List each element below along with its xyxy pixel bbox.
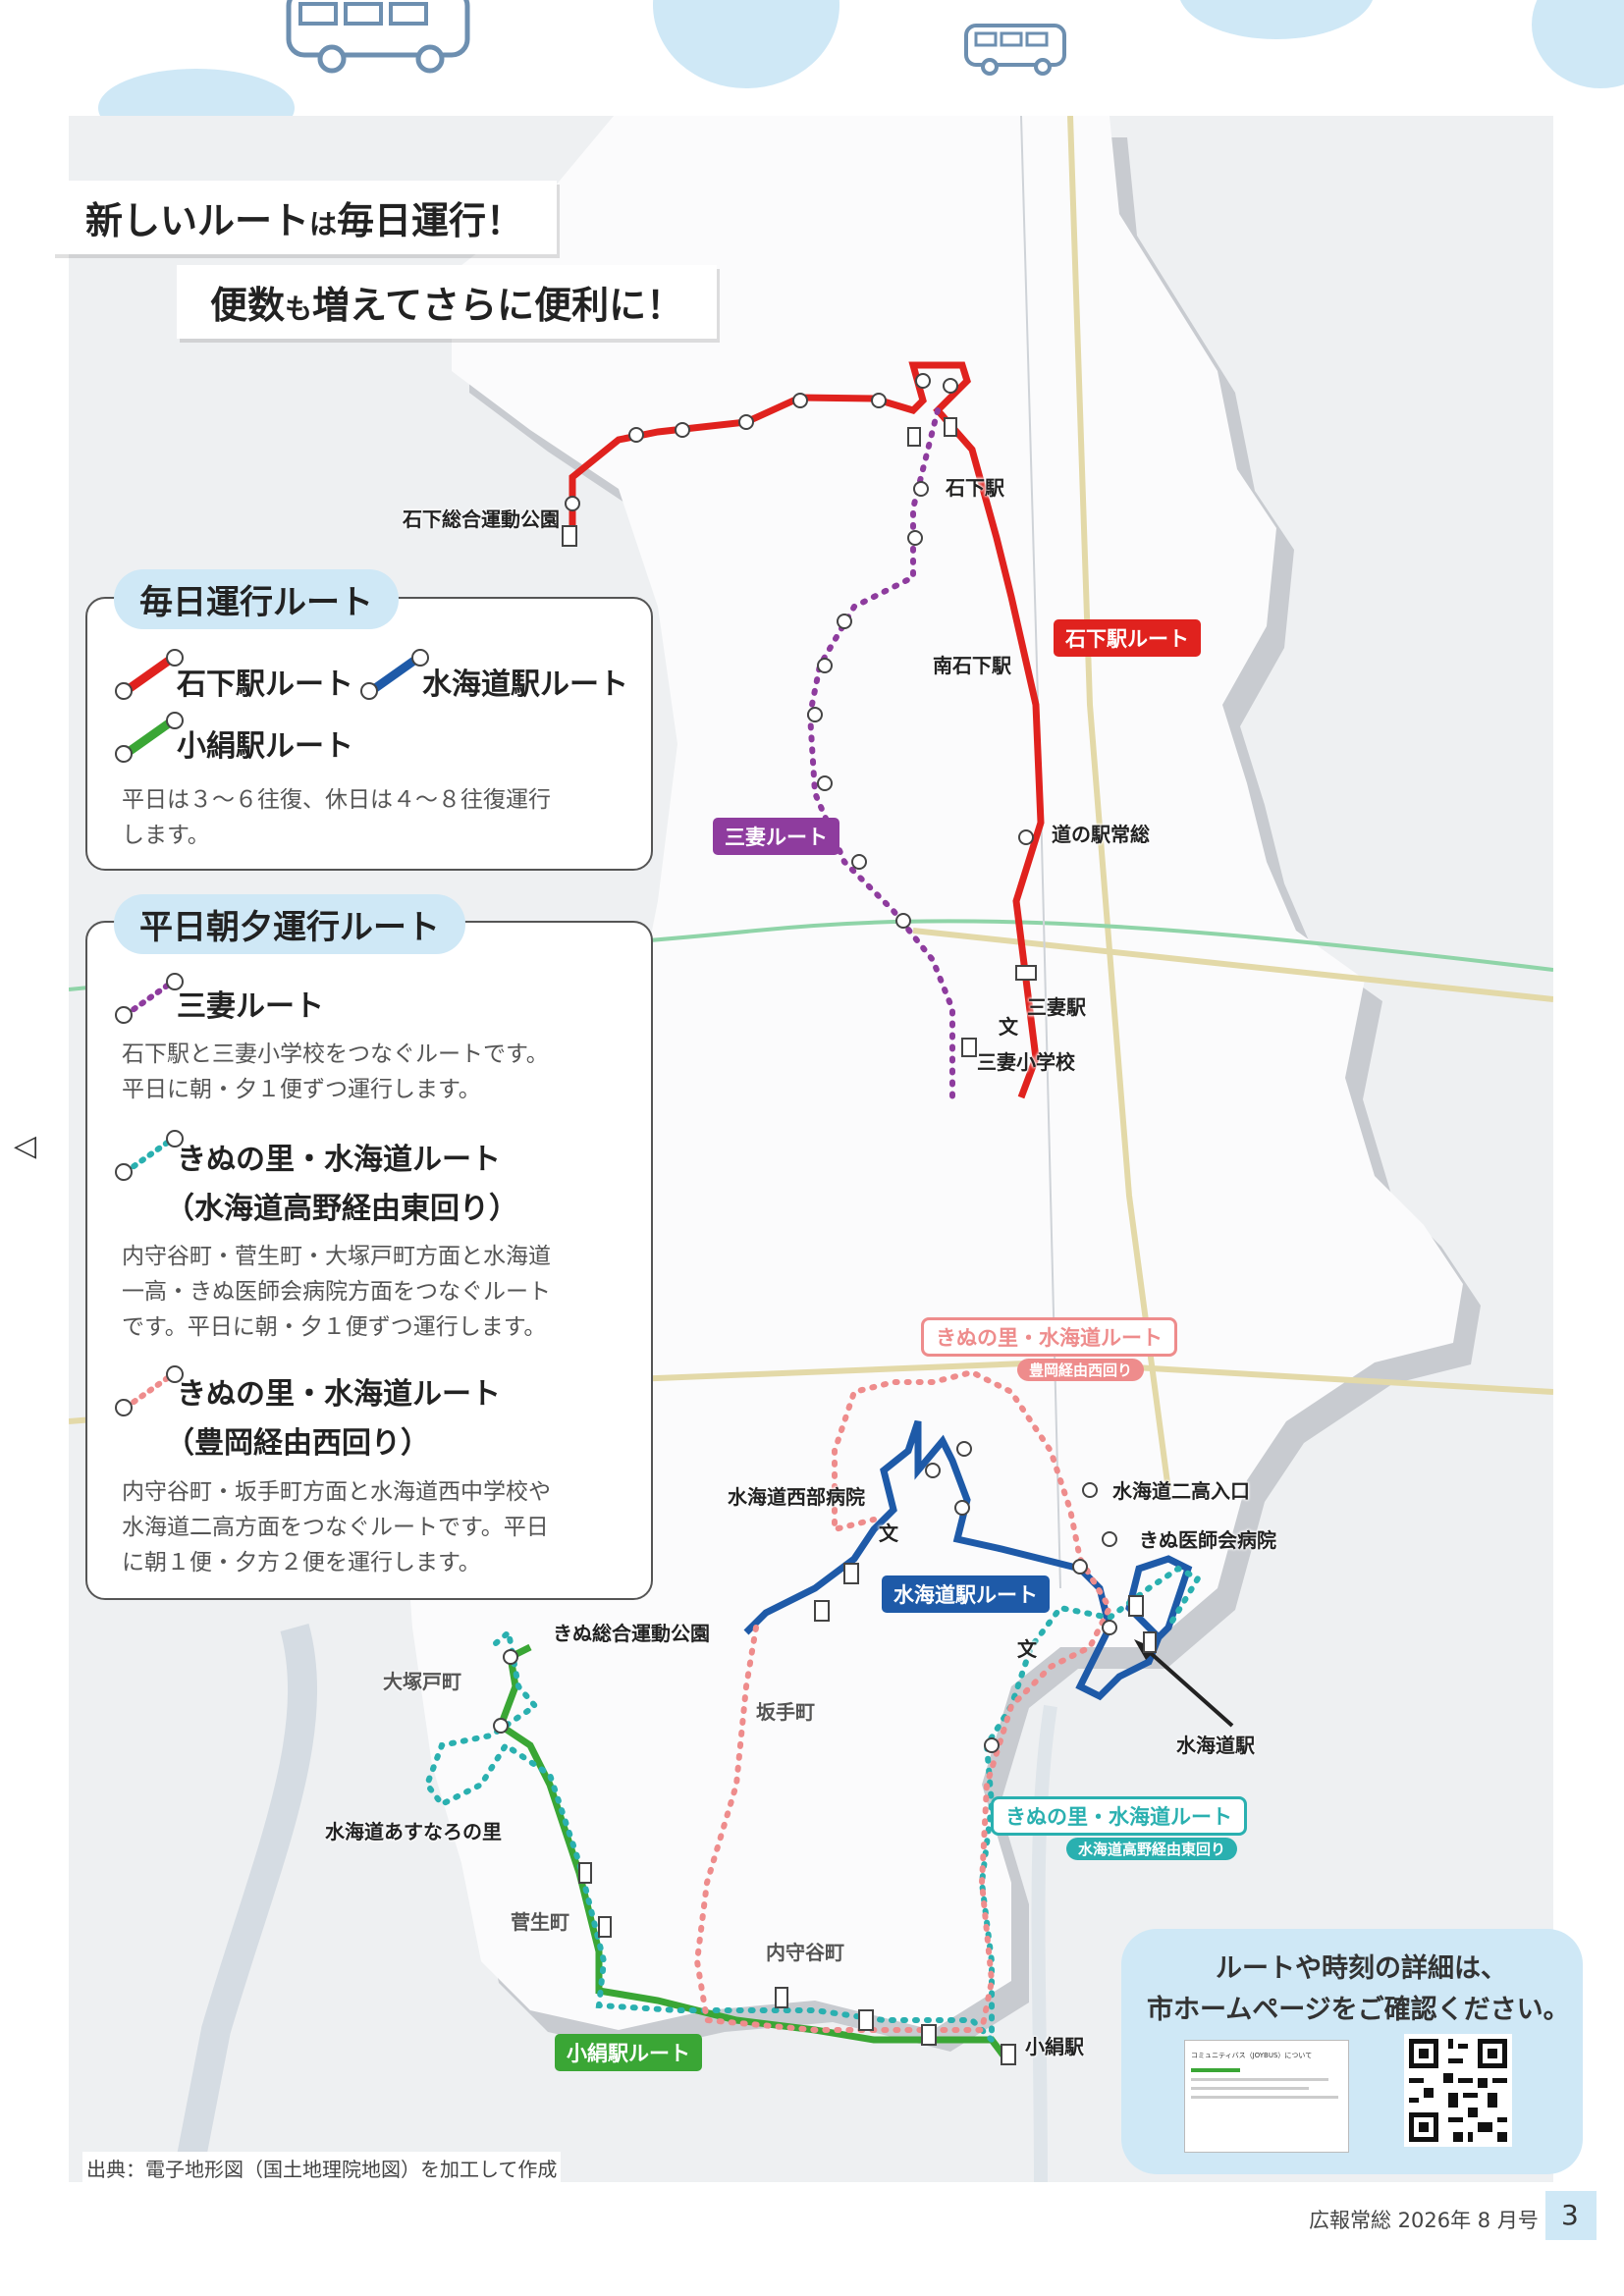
decor-cloud-1 xyxy=(653,0,839,88)
city-area xyxy=(403,116,1463,2030)
headline-1c: 毎日運行！ xyxy=(337,199,524,242)
route-line-kinu-west xyxy=(693,1368,1113,2033)
thumbnail-lines xyxy=(1191,2087,1309,2090)
route-map xyxy=(69,116,1553,2182)
legend-sublabel-kinu-west: （豊岡経由西回り） xyxy=(165,1426,430,1461)
thumbnail-lines xyxy=(1191,2096,1338,2099)
bus-icon xyxy=(286,0,470,74)
desc-line: します。 xyxy=(122,823,210,848)
headline-1a: 新しいルート xyxy=(85,199,310,242)
daily-routes-desc: 平日は３～６往復、休日は４～８往復運行 します。 xyxy=(122,782,632,853)
mitsuma-desc: 石下駅と三妻小学校をつなぐルートです。 平日に朝・夕１便ずつ運行します。 xyxy=(122,1037,632,1107)
qr-code-graphic xyxy=(1409,2039,1507,2142)
decor-cloud-2 xyxy=(1178,0,1375,39)
headline-2c: 増えてさらに便利に！ xyxy=(312,284,684,327)
label-ishige-station: 石下駅 xyxy=(946,476,1004,500)
thumbnail-lines xyxy=(1191,2078,1328,2081)
label-school-mark-west: 文 xyxy=(879,1522,898,1545)
map-tag-mitsuma: 三妻ルート xyxy=(713,818,839,855)
thumbnail-title: コミュニティバス（JOYBUS）について xyxy=(1191,2052,1313,2059)
desc-line: 平日は３～６往復、休日は４～８往復運行 xyxy=(122,787,551,813)
label-kinu-park: きぬ総合運動公園 xyxy=(553,1622,710,1645)
label-mitsuma-station: 三妻駅 xyxy=(1027,995,1086,1019)
map-subtag-kinu-west: 豊岡経由西回り xyxy=(1017,1359,1145,1381)
desc-line: 一高・きぬ医師会病院方面をつなぐルート xyxy=(122,1279,551,1305)
info-line-1: ルートや時刻の詳細は、 xyxy=(1216,1953,1507,1984)
kinu-west-desc: 内守谷町・坂手町方面と水海道西中学校や 水海道二高方面をつなぐルートです。平日 … xyxy=(122,1474,642,1580)
headline-1b: は xyxy=(309,208,338,240)
label-school-mark-east: 文 xyxy=(1017,1637,1037,1661)
legend-label-ishige: 石下駅ルート xyxy=(177,667,353,702)
kinu-east-desc: 内守谷町・菅生町・大塚戸町方面と水海道 一高・きぬ医師会病院方面をつなぐルート … xyxy=(122,1239,642,1345)
legend-label-mitsuma: 三妻ルート xyxy=(177,989,324,1024)
label-second-high: 水海道二高入口 xyxy=(1112,1479,1250,1503)
label-uchimoriya: 内守谷町 xyxy=(766,1941,844,1964)
desc-line: 平日に朝・夕１便ずつ運行します。 xyxy=(122,1077,481,1102)
label-ishige-park: 石下総合運動公園 xyxy=(403,507,560,531)
legend-label-kinu-east: きぬの里・水海道ルート xyxy=(177,1143,501,1177)
headline-2b: も xyxy=(285,293,313,325)
station-pointer xyxy=(1142,1645,1234,1728)
label-sakate: 坂手町 xyxy=(756,1700,815,1724)
legend-sublabel-kinu-east: （水海道高野経由東回り） xyxy=(165,1192,518,1226)
thumbnail-lines xyxy=(1191,2068,1240,2072)
prev-page-arrow[interactable]: ◁ xyxy=(14,1129,37,1163)
label-sugao: 菅生町 xyxy=(511,1910,569,1934)
map-subtag-kinu-east: 水海道高野経由東回り xyxy=(1066,1838,1238,1860)
legend-swatch-pink xyxy=(115,1365,184,1416)
qr-code-icon[interactable] xyxy=(1404,2034,1512,2147)
weekday-routes-title: 平日朝夕運行ルート xyxy=(114,894,465,954)
page-number: 3 xyxy=(1561,2199,1579,2231)
daily-routes-title: 毎日運行ルート xyxy=(114,569,399,629)
bus-stop-markers xyxy=(493,373,1117,1812)
label-school-mark: 文 xyxy=(999,1015,1018,1039)
label-otsukado: 大塚戸町 xyxy=(383,1670,461,1693)
desc-line: 水海道二高方面をつなぐルートです。平日 xyxy=(122,1515,549,1540)
issue-info: 広報常総 2026年 8 月号 xyxy=(1309,2209,1539,2232)
label-michinoeki: 道の駅常総 xyxy=(1052,823,1150,846)
map-tag-kinu-east: きぬの里・水海道ルート xyxy=(991,1796,1247,1836)
legend-swatch-purple xyxy=(115,973,184,1024)
legend-label-kinu-west: きぬの里・水海道ルート xyxy=(177,1377,501,1412)
label-west-hospital: 水海道西部病院 xyxy=(728,1485,865,1509)
map-tag-kokinu: 小絹駅ルート xyxy=(555,2034,702,2071)
map-source: 出典：電子地形図（国土地理院地図）を加工して作成 xyxy=(82,2152,562,2184)
route-line-kokinu xyxy=(496,1643,1009,2062)
river xyxy=(172,1624,318,2182)
legend-swatch-red xyxy=(115,649,184,700)
desc-line: 内守谷町・坂手町方面と水海道西中学校や xyxy=(122,1479,551,1505)
river xyxy=(1031,1704,1057,2182)
map-tag-kinu-west: きぬの里・水海道ルート xyxy=(921,1317,1177,1357)
legend-label-mitsukaido: 水海道駅ルート xyxy=(422,667,628,702)
legend-swatch-blue xyxy=(360,649,429,700)
legend-swatch-teal xyxy=(115,1130,184,1181)
headline-2a: 便数 xyxy=(210,284,286,327)
bus-icon xyxy=(964,24,1066,76)
daily-routes-panel xyxy=(85,597,653,871)
desc-line: です。平日に朝・夕１便ずつ運行します。 xyxy=(122,1314,547,1340)
info-line-2: 市ホームページをご確認ください。 xyxy=(1147,1995,1570,2025)
page-number-box xyxy=(1545,2191,1597,2240)
label-mitsuma-school: 三妻小学校 xyxy=(977,1050,1075,1074)
terminal-markers xyxy=(562,417,1157,2065)
desc-line: 石下駅と三妻小学校をつなぐルートです。 xyxy=(122,1041,549,1067)
desc-line: に朝１便・夕方２便を運行します。 xyxy=(122,1550,481,1575)
headline-new-route: 新しいルートは毎日運行！ xyxy=(52,181,558,254)
label-asunaro: 水海道あすなろの里 xyxy=(325,1820,502,1843)
label-mitsukaido-station: 水海道駅 xyxy=(1176,1734,1255,1757)
label-kokinu-station: 小絹駅 xyxy=(1025,2035,1084,2058)
legend-label-kokinu: 小絹駅ルート xyxy=(177,729,353,764)
desc-line: 内守谷町・菅生町・大塚戸町方面と水海道 xyxy=(122,1244,551,1269)
label-kinu-hospital: きぬ医師会病院 xyxy=(1139,1528,1276,1552)
homepage-thumbnail[interactable]: コミュニティバス（JOYBUS）について xyxy=(1184,2040,1349,2153)
headline-more-trips: 便数も増えてさらに便利に！ xyxy=(177,265,718,339)
label-minami-ishige: 南石下駅 xyxy=(933,654,1011,677)
map-tag-ishige: 石下駅ルート xyxy=(1054,619,1201,657)
legend-swatch-green xyxy=(115,712,184,763)
decor-cloud-3 xyxy=(1532,0,1624,88)
map-tag-mitsukaido: 水海道駅ルート xyxy=(882,1575,1050,1613)
route-line-kinu-east xyxy=(423,1565,1203,2048)
